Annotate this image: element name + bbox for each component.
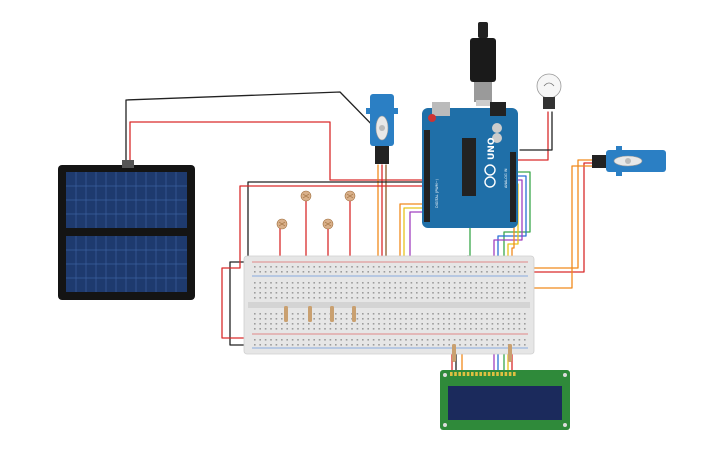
resistor-5 [452,344,456,362]
solar-panel [58,160,195,300]
servo-motor-1 [366,94,398,164]
wire-solar-black [125,91,383,166]
wire-servo2-orange [519,159,606,269]
lcd-display [440,370,570,430]
wire-servo2-red [519,162,606,273]
photoresistor-2 [300,190,312,202]
wires [125,91,606,371]
resistor-2 [308,306,312,322]
resistor-6 [508,344,512,362]
analog-label: ANALOG IN [504,168,508,188]
resistors [284,306,512,362]
photoresistor-1 [276,218,288,230]
light-bulb [536,73,562,109]
resistor-3 [330,306,334,322]
wire-gnd-black [229,181,426,346]
board-label: UNO [487,137,497,160]
photoresistors [276,190,356,230]
arduino-uno: UNO DIGITAL (PWM~) ANALOG IN [422,102,518,228]
resistor-1 [284,306,288,322]
breadboard [243,255,535,355]
photoresistor-4 [344,190,356,202]
servo-motor-2 [592,146,666,176]
wire-lamp-black [519,111,553,151]
breadboard-holes [254,266,526,346]
lcd-pin-header [450,372,516,376]
wire-lamp-red [507,111,549,161]
resistor-4 [352,306,356,322]
wire-solar-red [129,121,426,181]
wire-5v-red [221,185,426,339]
digital-label: DIGITAL (PWM~) [435,178,439,208]
photoresistor-3 [322,218,334,230]
usb-connector [470,22,496,106]
